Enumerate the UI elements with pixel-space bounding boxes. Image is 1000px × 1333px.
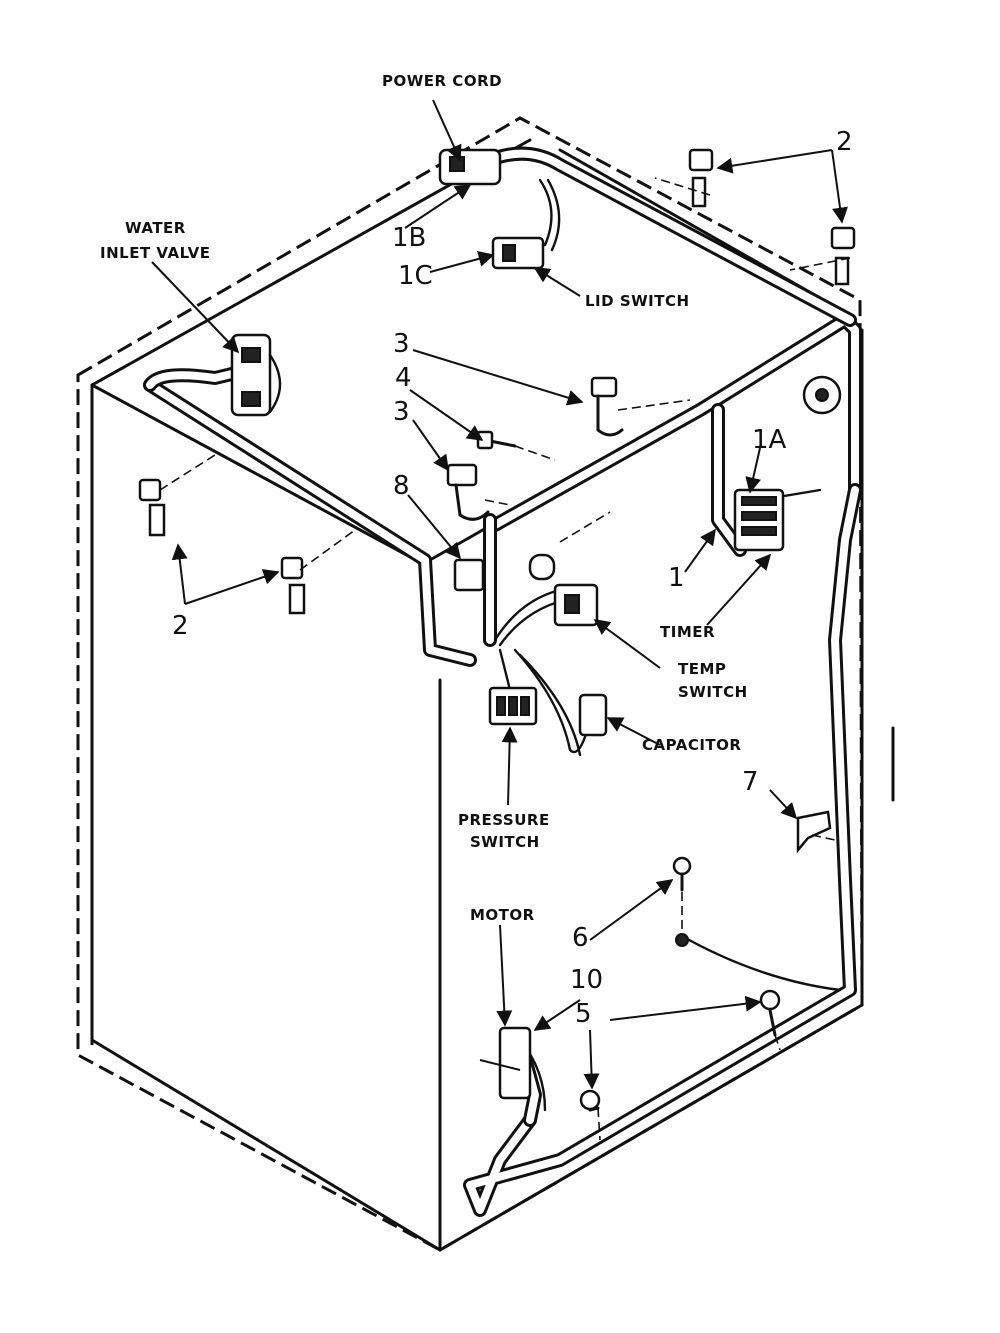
- lid-switch-label: LID SWITCH: [585, 292, 690, 310]
- component-labels: POWER CORD WATER INLET VALVE LID SWITCH …: [100, 72, 748, 924]
- callout-1c: 1C: [398, 261, 433, 291]
- temp-switch-label-line1: TEMP: [678, 660, 726, 678]
- callout-6: 6: [572, 923, 589, 953]
- timer-label: TIMER: [660, 623, 715, 641]
- clip-2-top-2: [830, 226, 856, 286]
- temp-switch-part: [553, 583, 599, 627]
- callout-2-top: 2: [836, 127, 853, 157]
- callout-1: 1: [668, 563, 685, 593]
- callout-5: 5: [575, 999, 592, 1029]
- clip-2-top-1: [688, 148, 714, 208]
- lid-switch-part: [491, 236, 545, 270]
- capacitor-part: [578, 693, 608, 737]
- leader-lines: [151, 99, 848, 1090]
- clip-5-right: [759, 989, 781, 1037]
- clamp-3-lower: [446, 463, 490, 521]
- callout-4: 4: [395, 363, 412, 393]
- callout-3-lower: 3: [393, 397, 410, 427]
- timer-knob: [802, 375, 842, 415]
- clamp-3-upper: [590, 376, 624, 437]
- water-inlet-label-line1: WATER: [125, 219, 186, 237]
- bolt-4: [476, 430, 517, 450]
- callout-numbers: 1 1A 1B 1C 2 2 3 4 3 8 7 6 10 5: [172, 127, 853, 1029]
- callout-10: 10: [570, 965, 603, 995]
- callout-2-left: 2: [172, 611, 189, 641]
- connector-8: [453, 553, 556, 592]
- locator-lines: [159, 177, 851, 1141]
- callout-7: 7: [742, 767, 759, 797]
- power-cord-label: POWER CORD: [382, 72, 502, 90]
- capacitor-label: CAPACITOR: [642, 736, 741, 754]
- timer-part: [733, 488, 785, 552]
- water-inlet-label-line2: INLET VALVE: [100, 244, 210, 262]
- callout-3-upper: 3: [393, 329, 410, 359]
- callout-8: 8: [393, 471, 410, 501]
- pressure-switch-label-line1: PRESSURE: [458, 811, 550, 829]
- clip-2-left-2: [280, 556, 306, 615]
- temp-switch-label-line2: SWITCH: [678, 683, 748, 701]
- clip-2-left-1: [138, 478, 166, 537]
- pressure-switch-label-line2: SWITCH: [470, 833, 540, 851]
- motor-connector: [479, 1026, 532, 1100]
- screw-6: [672, 856, 692, 947]
- wires: [493, 178, 842, 1112]
- motor-label: MOTOR: [470, 906, 535, 924]
- clip-5-left: [579, 1089, 601, 1112]
- clip-7: [796, 810, 832, 854]
- callout-1b: 1B: [392, 223, 426, 253]
- power-cord-plug: [438, 148, 502, 186]
- cabinet-outline: [76, 116, 895, 1252]
- water-inlet-valve: [230, 333, 282, 417]
- pressure-switch-part: [488, 686, 538, 726]
- callout-1a: 1A: [752, 425, 787, 455]
